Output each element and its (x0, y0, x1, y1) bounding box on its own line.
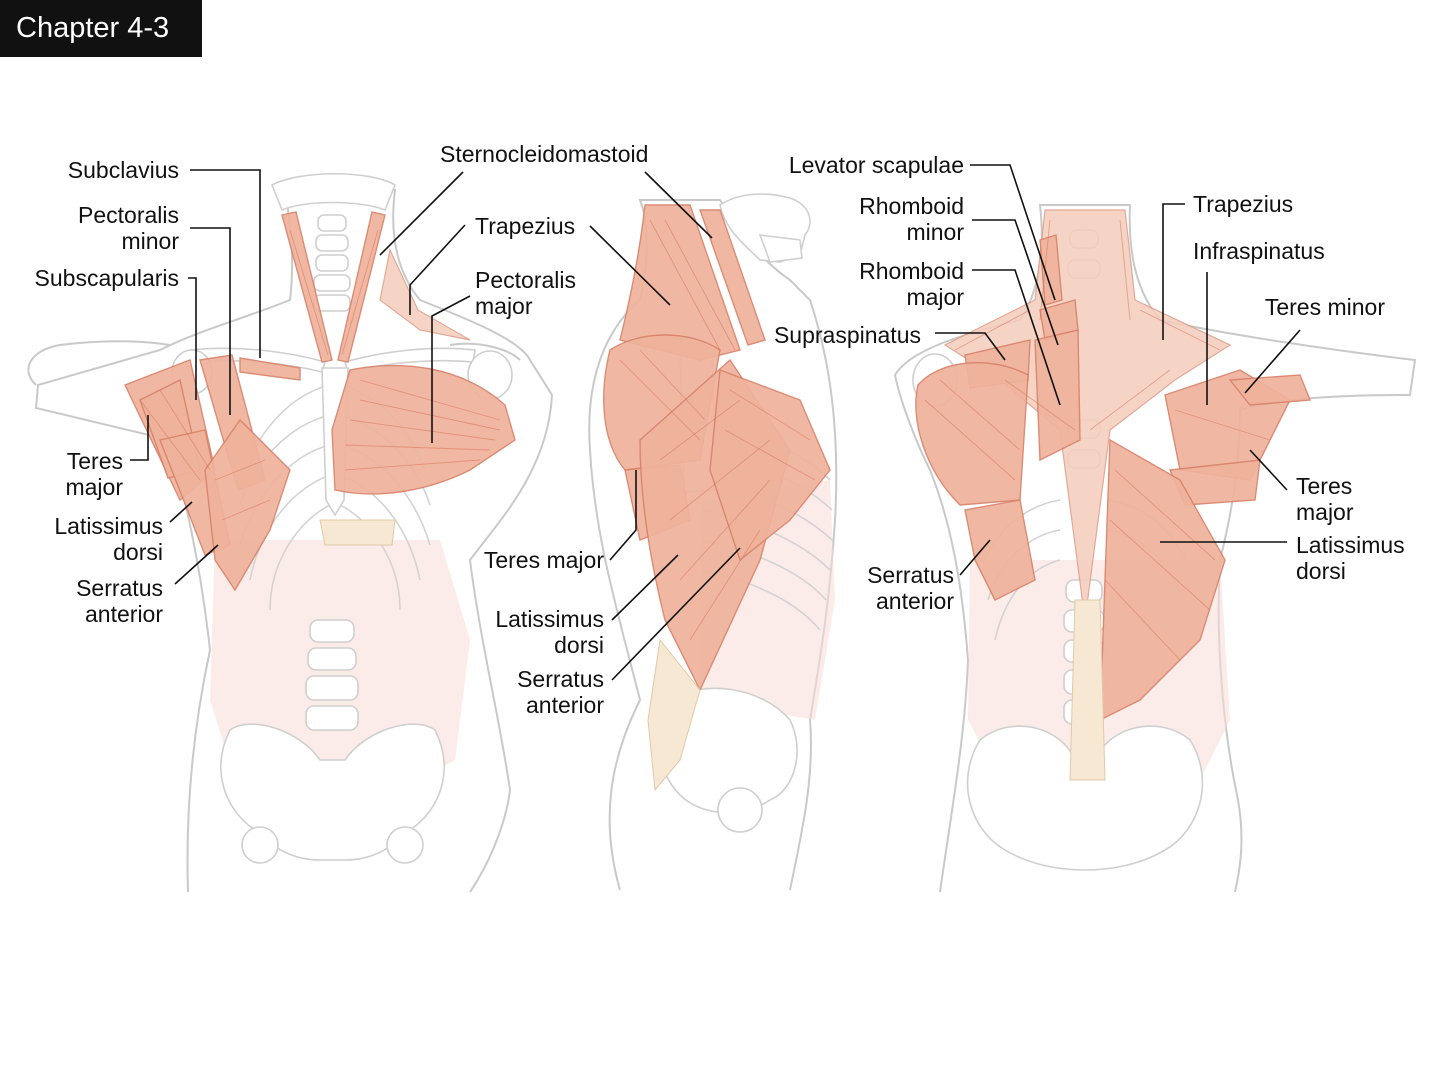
label-front-pectoralis-minor-line2: minor (121, 228, 179, 254)
front-arm-outline (27, 340, 171, 386)
labels: Subclavius Pectoralis minor Subscapulari… (35, 141, 1405, 718)
leader-back-rhomboid-major (972, 269, 1061, 406)
label-front-pectoralis-major-line2: major (475, 293, 533, 319)
leader-side-teres-major (609, 470, 637, 561)
side-sternocleidomastoid (699, 209, 766, 346)
label-back-rhomboid-minor-line1: Rhomboid (859, 193, 964, 219)
label-front-serratus-anterior-line2: anterior (85, 601, 163, 627)
label-front-subclavius: Subclavius (68, 157, 179, 183)
front-body-outline (34, 189, 554, 893)
side-hip-joint (717, 787, 763, 833)
leader-front-trapezius (409, 224, 466, 315)
label-front-teres-major-line1: Teres (67, 448, 123, 474)
side-muscle-fibers (619, 219, 816, 641)
leader-front-subscapularis (188, 277, 197, 400)
front-subclavius (239, 357, 301, 381)
back-trapezius (943, 209, 1232, 621)
label-front-pectoralis-minor-line1: Pectoralis (78, 202, 179, 228)
label-front-serratus-anterior-line1: Serratus (76, 575, 163, 601)
front-arm-right-outline (449, 342, 521, 361)
leader-back-teres-major (1249, 449, 1288, 491)
label-side-serratus-anterior-line1: Serratus (517, 666, 604, 692)
leader-side-trapezius (589, 225, 671, 306)
leader-side-sternocleidomastoid (644, 171, 713, 239)
leader-lines (130, 164, 1301, 681)
leader-back-supraspinatus (935, 332, 1006, 361)
chapter-tag: Chapter 4-3 (0, 0, 202, 57)
label-back-infraspinatus: Infraspinatus (1193, 238, 1325, 264)
front-skull-base (270, 172, 396, 212)
label-side-teres-major: Teres major (484, 547, 604, 573)
label-front-teres-major-line2: major (65, 474, 123, 500)
back-view (893, 204, 1417, 893)
front-view (27, 172, 554, 893)
label-back-serratus-anterior-line1: Serratus (867, 562, 954, 588)
back-serratus-anterior (964, 499, 1036, 601)
label-back-rhomboid-minor-line2: minor (906, 219, 964, 245)
leader-front-subclavius (190, 169, 261, 358)
leader-back-levator-scapulae (970, 164, 1056, 301)
label-back-latissimus-dorsi-line1: Latissimus (1296, 532, 1405, 558)
label-back-levator-scapulae: Levator scapulae (789, 152, 964, 178)
side-jaw (758, 234, 803, 263)
back-thoracolumbar-fascia (1069, 599, 1106, 781)
side-lumbar-fascia (647, 638, 701, 792)
label-side-serratus-anterior-line2: anterior (526, 692, 604, 718)
leader-front-pectoralis-major (431, 295, 471, 443)
label-side-latissimus-dorsi-line2: dorsi (554, 632, 604, 658)
label-front-latissimus-dorsi-line2: dorsi (113, 539, 163, 565)
label-back-rhomboid-major-line2: major (906, 284, 964, 310)
label-back-trapezius: Trapezius (1193, 191, 1293, 217)
front-trapezius-right (379, 248, 471, 341)
label-back-latissimus-dorsi-line2: dorsi (1296, 558, 1346, 584)
label-front-pectoralis-major-line1: Pectoralis (475, 267, 576, 293)
label-back-supraspinatus: Supraspinatus (774, 322, 921, 348)
label-front-subscapularis: Subscapularis (35, 265, 179, 291)
label-side-latissimus-dorsi-line1: Latissimus (495, 606, 604, 632)
leader-back-rhomboid-minor (972, 219, 1059, 346)
label-back-teres-major-line1: Teres (1296, 473, 1352, 499)
label-front-latissimus-dorsi-line1: Latissimus (54, 513, 163, 539)
leader-side-serratus-anterior (611, 547, 741, 681)
leader-back-serratus-anterior (959, 539, 991, 576)
front-hip-joint-right (386, 826, 424, 864)
label-front-sternocleidomastoid: Sternocleidomastoid (440, 141, 648, 167)
leader-back-trapezius (1162, 203, 1185, 340)
front-hip-joint-left (241, 826, 279, 864)
leader-back-teres-minor (1244, 329, 1301, 394)
label-back-teres-major-line2: major (1296, 499, 1354, 525)
leader-front-latissimus-dorsi (169, 501, 193, 523)
front-linea-alba (319, 519, 396, 546)
label-front-trapezius: Trapezius (475, 213, 575, 239)
label-back-rhomboid-major-line1: Rhomboid (859, 258, 964, 284)
front-serratus-anterior (204, 418, 291, 592)
label-back-teres-minor: Teres minor (1265, 294, 1385, 320)
leader-front-pectoralis-minor (190, 227, 231, 415)
leader-front-serratus-anterior (174, 544, 219, 585)
front-cervical-spine (313, 214, 351, 312)
side-serratus-anterior (709, 369, 831, 562)
back-teres-minor (1228, 374, 1312, 406)
front-muscle-fibers (139, 229, 501, 521)
front-lumbar-spine (305, 619, 359, 731)
leader-front-sternocleidomastoid (379, 171, 464, 256)
side-view (588, 193, 838, 891)
leader-front-teres-major (130, 415, 149, 461)
leader-side-latissimus-dorsi (611, 554, 679, 621)
label-back-serratus-anterior-line2: anterior (876, 588, 954, 614)
